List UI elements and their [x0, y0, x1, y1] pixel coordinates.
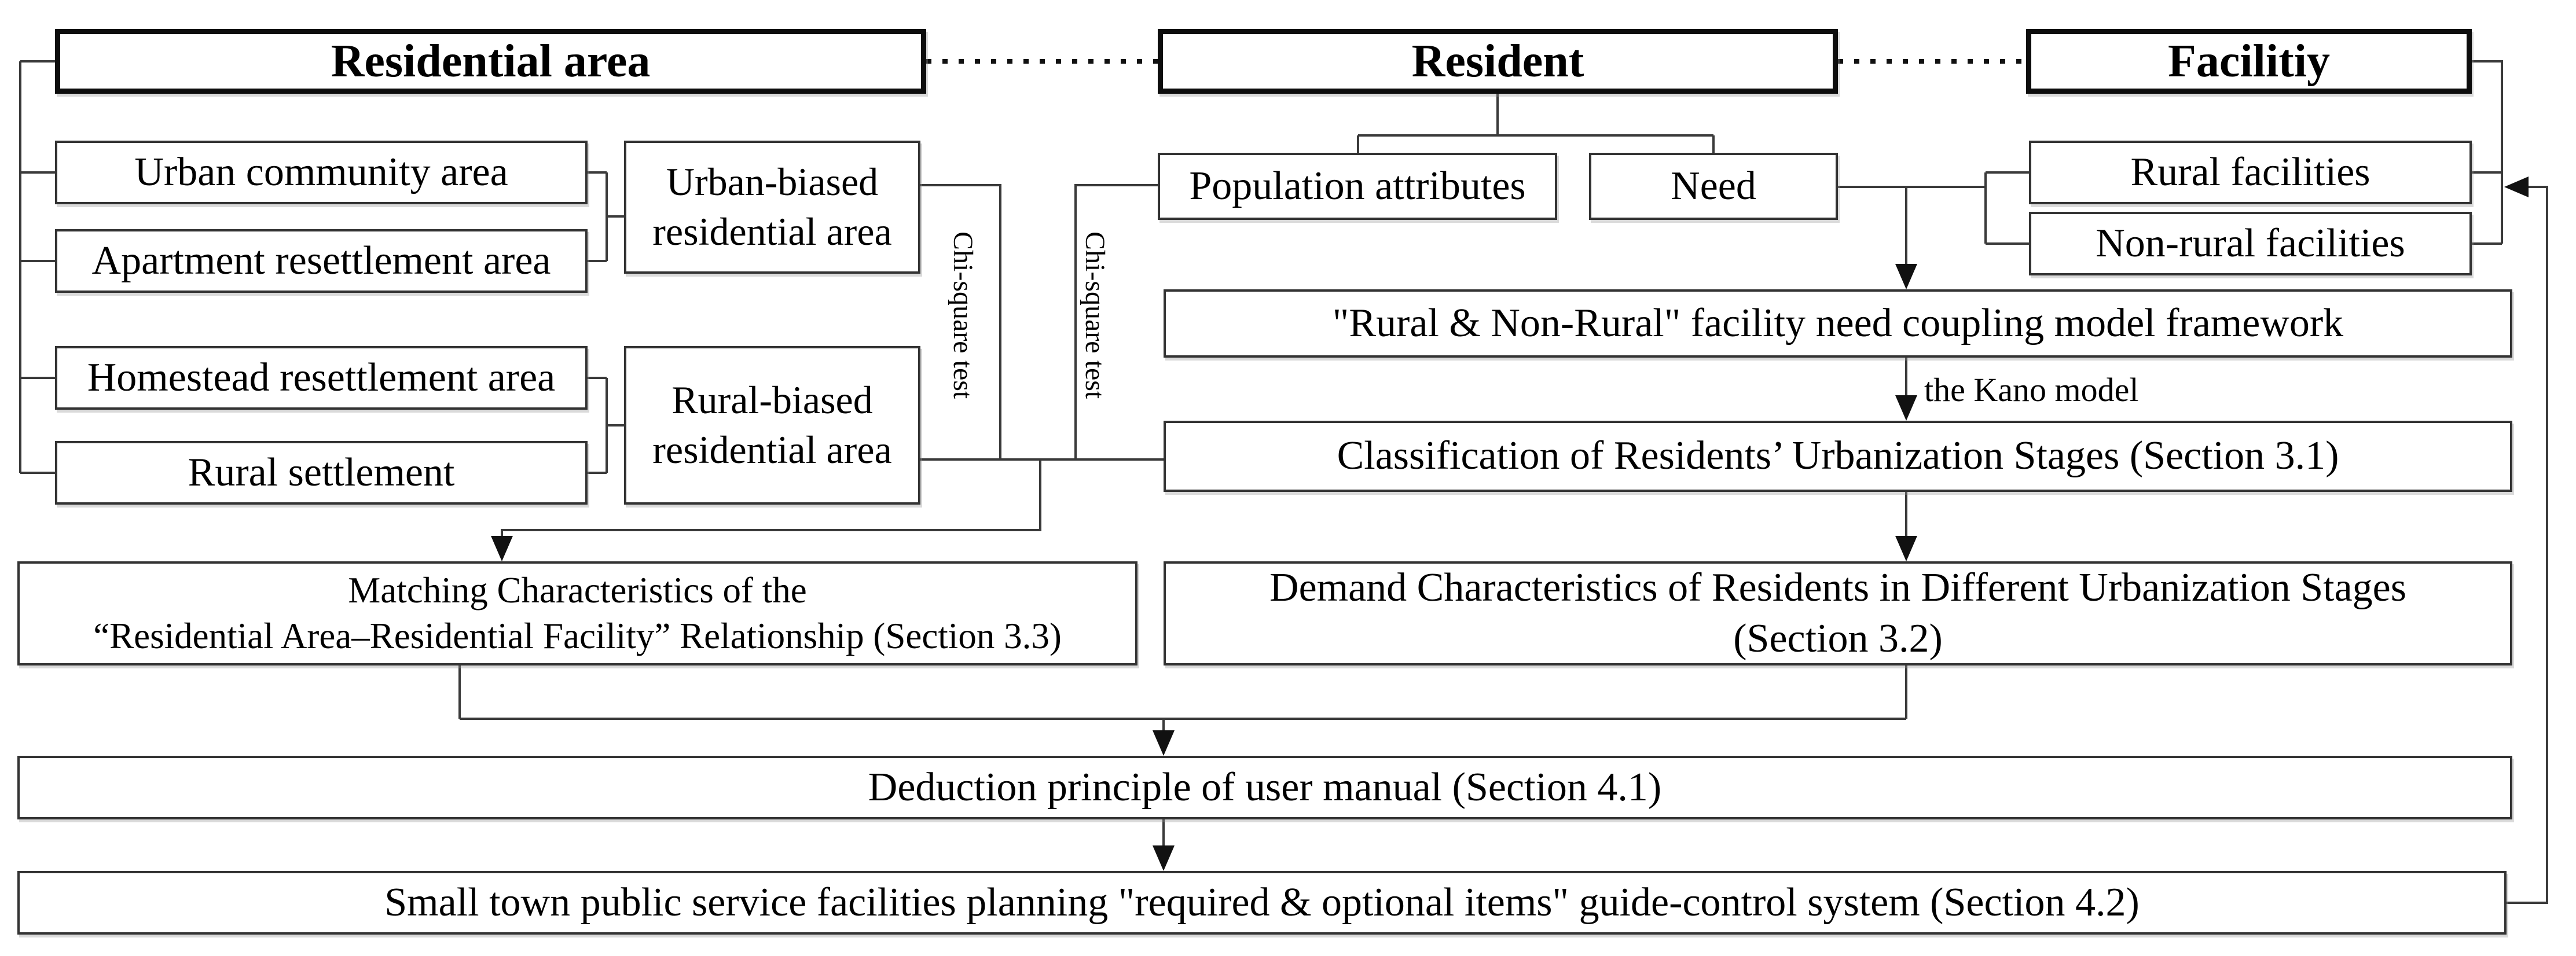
chi-square-connector-left — [920, 184, 1001, 459]
need-label: Need — [1671, 163, 1756, 208]
coupling-model-framework-box: "Rural & Non-Rural" facility need coupli… — [1164, 289, 2512, 358]
rural-facilities-label: Rural facilities — [2130, 149, 2370, 194]
rural-settlement-label: Rural settlement — [188, 450, 455, 495]
apartment-resettlement-area-box: Apartment resettlement area — [55, 229, 588, 293]
classification-stages-label: Classification of Residents’ Urbanizatio… — [1337, 433, 2339, 479]
deduction-principle-label: Deduction principle of user manual (Sect… — [868, 764, 1662, 810]
arrow-classification-to-demand — [1895, 492, 1917, 561]
urban-biased-residential-area-label: Urban-biased residential area — [652, 160, 892, 253]
arrow-deduction-to-smalltown — [1153, 819, 1175, 871]
demand-characteristics-box: Demand Characteristics of Residents in D… — [1164, 561, 2512, 665]
residential-area-header: Residential area — [55, 29, 926, 94]
homestead-resettlement-area-label: Homestead resettlement area — [87, 355, 556, 400]
rural-facilities-box: Rural facilities — [2029, 141, 2472, 204]
urban-community-area-box: Urban community area — [55, 141, 588, 204]
resident-header-label: Resident — [1411, 35, 1584, 87]
facility-right-bracket — [2472, 60, 2503, 245]
urban-group-bracket — [588, 171, 624, 262]
chi-square-test-label-left: Chi-square test — [948, 231, 978, 399]
classification-stages-box: Classification of Residents’ Urbanizatio… — [1164, 421, 2512, 492]
population-attributes-label: Population attributes — [1189, 163, 1526, 208]
bottom-merge-line — [458, 665, 1907, 756]
residential-merge-line — [501, 458, 1164, 538]
left-spine — [19, 60, 55, 474]
rural-group-bracket — [588, 377, 624, 474]
matching-characteristics-line1: Matching Characteristics of the — [348, 569, 807, 611]
homestead-resettlement-area-box: Homestead resettlement area — [55, 346, 588, 410]
need-box: Need — [1589, 153, 1838, 220]
facility-header-label: Facilitiy — [2168, 35, 2330, 87]
demand-characteristics-line1: Demand Characteristics of Residents in D… — [1269, 565, 2406, 610]
small-town-guide-control-box: Small town public service facilities pla… — [17, 871, 2507, 935]
need-facility-link — [1838, 171, 2029, 245]
urban-biased-residential-area-box: Urban-biased residential area — [624, 141, 920, 274]
non-rural-facilities-label: Non-rural facilities — [2096, 220, 2405, 266]
small-town-guide-control-label: Small town public service facilities pla… — [384, 880, 2140, 925]
rural-biased-residential-area-box: Rural-biased residential area — [624, 346, 920, 505]
urban-community-area-label: Urban community area — [134, 149, 508, 194]
arrow-into-matching — [491, 536, 513, 561]
rural-settlement-box: Rural settlement — [55, 441, 588, 505]
arrow-kano-model — [1895, 358, 1917, 421]
kano-model-label: the Kano model — [1924, 371, 2139, 409]
apartment-resettlement-area-label: Apartment resettlement area — [91, 238, 551, 283]
non-rural-facilities-box: Non-rural facilities — [2029, 212, 2472, 275]
resident-split-bracket — [1357, 94, 1715, 153]
matching-characteristics-line2: “Residential Area–Residential Facility” … — [93, 616, 1062, 656]
rural-biased-residential-area-label: Rural-biased residential area — [652, 378, 892, 472]
demand-characteristics-line2: (Section 3.2) — [1733, 616, 1943, 661]
matching-characteristics-box: Matching Characteristics of the “Residen… — [17, 561, 1137, 665]
arrow-need-to-framework — [1895, 187, 1917, 289]
population-attributes-box: Population attributes — [1158, 153, 1557, 220]
residential-area-header-label: Residential area — [331, 35, 651, 87]
resident-header: Resident — [1158, 29, 1838, 94]
feedback-line — [2504, 177, 2548, 904]
chi-square-test-label-right: Chi-square test — [1080, 231, 1110, 399]
coupling-model-framework-label: "Rural & Non-Rural" facility need coupli… — [1332, 300, 2344, 345]
facility-header: Facilitiy — [2026, 29, 2472, 94]
deduction-principle-box: Deduction principle of user manual (Sect… — [17, 756, 2512, 819]
chi-square-connector-right — [1074, 184, 1158, 459]
